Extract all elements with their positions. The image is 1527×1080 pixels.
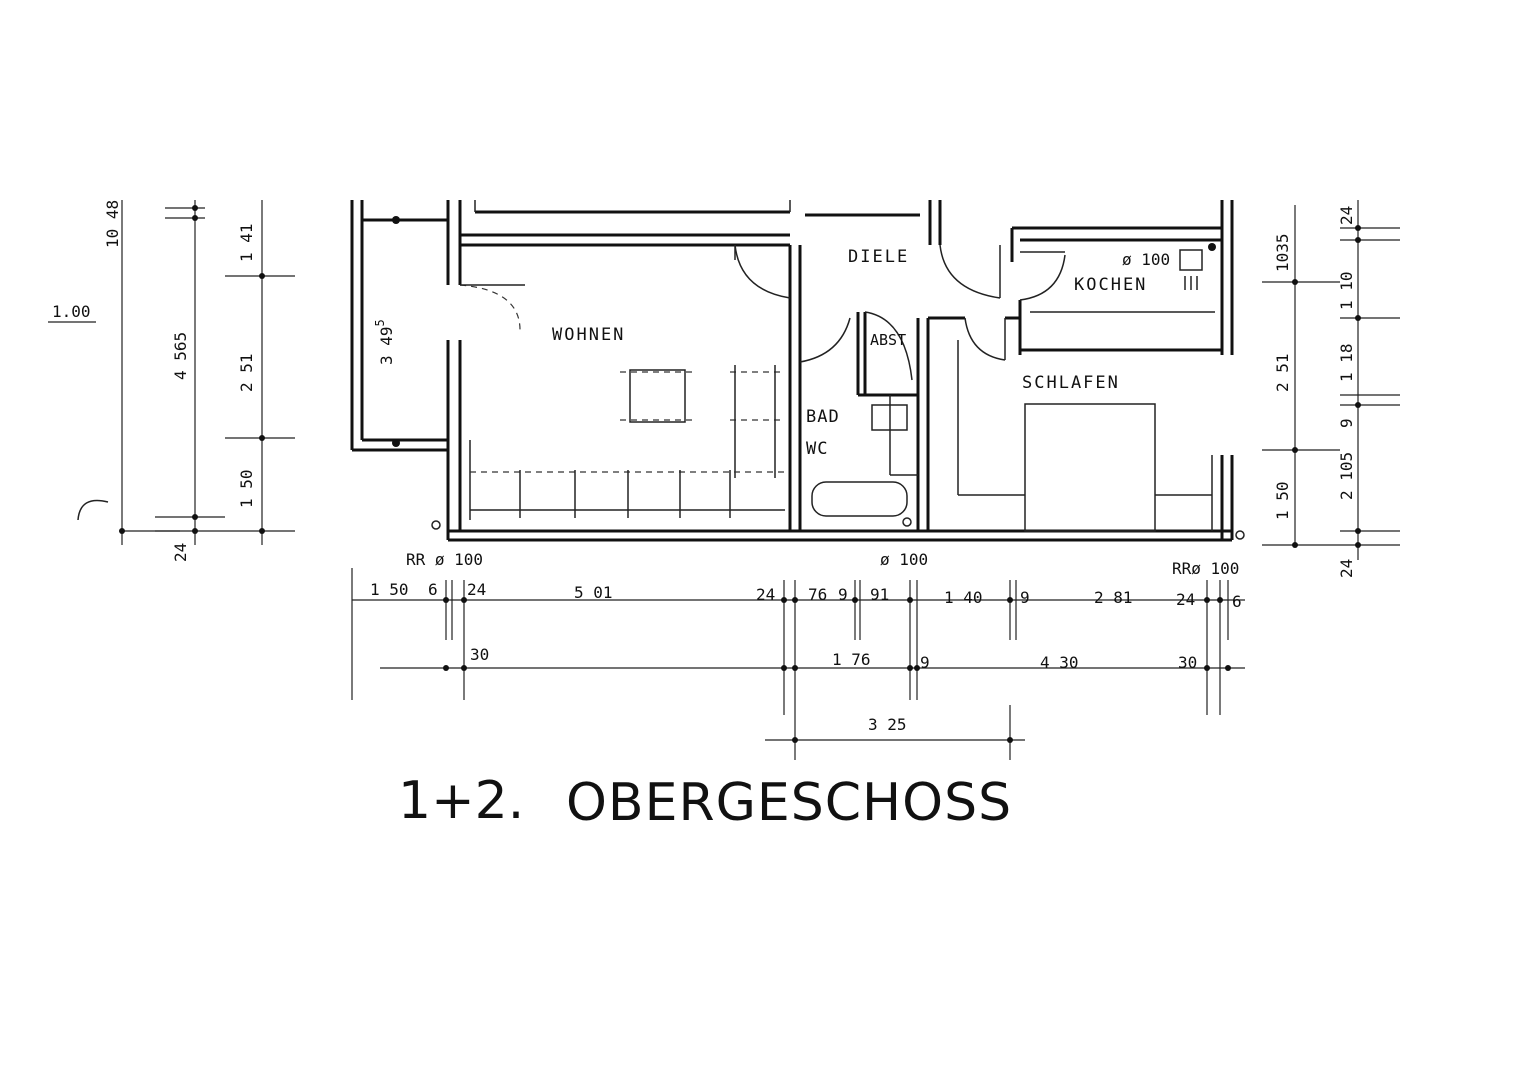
dim-bottom-1: 1 50 <box>370 580 409 599</box>
room-label-schlafen: SCHLAFEN <box>1022 373 1120 393</box>
room-label-wc: WC <box>806 439 828 459</box>
dim-right-inner-1: 1035 <box>1273 233 1292 272</box>
dim-bottom-row2-2: 1 76 <box>832 650 871 669</box>
balcony <box>350 200 525 452</box>
room-label-wohnen: WOHNEN <box>552 325 625 345</box>
room-label-bad: BAD <box>806 407 840 427</box>
dim-right-inner-3: 1 50 <box>1273 481 1292 520</box>
dim-left-inner-4: 24 <box>171 543 190 562</box>
dim-bottom-3: 24 <box>467 580 486 599</box>
dim-balcony: 3 495 <box>373 319 396 365</box>
dim-bottom-10: 9 <box>1020 588 1030 607</box>
dim-right-inner-2: 2 51 <box>1273 353 1292 392</box>
dim-bottom-row3-1: 3 25 <box>868 715 907 734</box>
dim-bottom-4: 5 01 <box>574 583 613 602</box>
dim-bottom-5: 24 <box>756 585 775 604</box>
dim-right-outer-5: 2 105 <box>1337 452 1356 500</box>
dim-bottom-8: 91 <box>870 585 889 604</box>
room-label-kochen: KOCHEN <box>1074 275 1147 295</box>
dim-bottom-6: 76 <box>808 585 827 604</box>
bottom-dimension-chains <box>351 568 1245 760</box>
furniture <box>431 243 1245 540</box>
left-dimension-chains <box>48 200 295 545</box>
doors <box>734 244 1066 381</box>
dim-right-outer-6: 24 <box>1337 559 1356 578</box>
dim-bottom-row2-3: 9 <box>920 653 930 672</box>
dim-left-level: 1.00 <box>52 302 91 321</box>
pipe-label-left: RR ø 100 <box>406 550 483 569</box>
dim-left-inner-1: 1 41 <box>237 223 256 262</box>
dim-bottom-9: 1 40 <box>944 588 983 607</box>
right-dimension-chains <box>1262 200 1400 560</box>
plan-title: OBERGESCHOSS <box>566 773 1012 833</box>
pipe-label-kitchen: ø 100 <box>1122 250 1170 269</box>
dim-bottom-row2-4: 4 30 <box>1040 653 1079 672</box>
room-label-diele: DIELE <box>848 247 909 267</box>
dim-right-outer-4: 9 <box>1337 418 1356 428</box>
dim-left-inner-3: 1 50 <box>237 469 256 508</box>
dim-bottom-2: 6 <box>428 580 438 599</box>
pipe-label-center: ø 100 <box>880 550 928 569</box>
plan-number: 1+2. <box>398 771 524 831</box>
dim-left-inner-2: 2 51 <box>237 353 256 392</box>
dim-bottom-row2-5: 30 <box>1178 653 1197 672</box>
dim-left-outer: 10 48 <box>103 200 122 248</box>
dim-bottom-11: 2 81 <box>1094 588 1133 607</box>
room-label-abst: ABST <box>870 331 906 349</box>
dim-bottom-row2-1: 30 <box>470 645 489 664</box>
outer-walls <box>446 200 1234 542</box>
dim-right-outer-3: 1 18 <box>1337 343 1356 382</box>
pipe-label-right: RRø 100 <box>1172 559 1239 578</box>
dim-bottom-13: 6 <box>1232 592 1242 611</box>
dim-bottom-12: 24 <box>1176 590 1195 609</box>
dim-left-mid: 4 565 <box>171 332 190 380</box>
dim-right-outer-2: 1 10 <box>1337 271 1356 310</box>
dim-right-outer-1: 24 <box>1337 206 1356 225</box>
dim-bottom-7: 9 <box>838 585 848 604</box>
